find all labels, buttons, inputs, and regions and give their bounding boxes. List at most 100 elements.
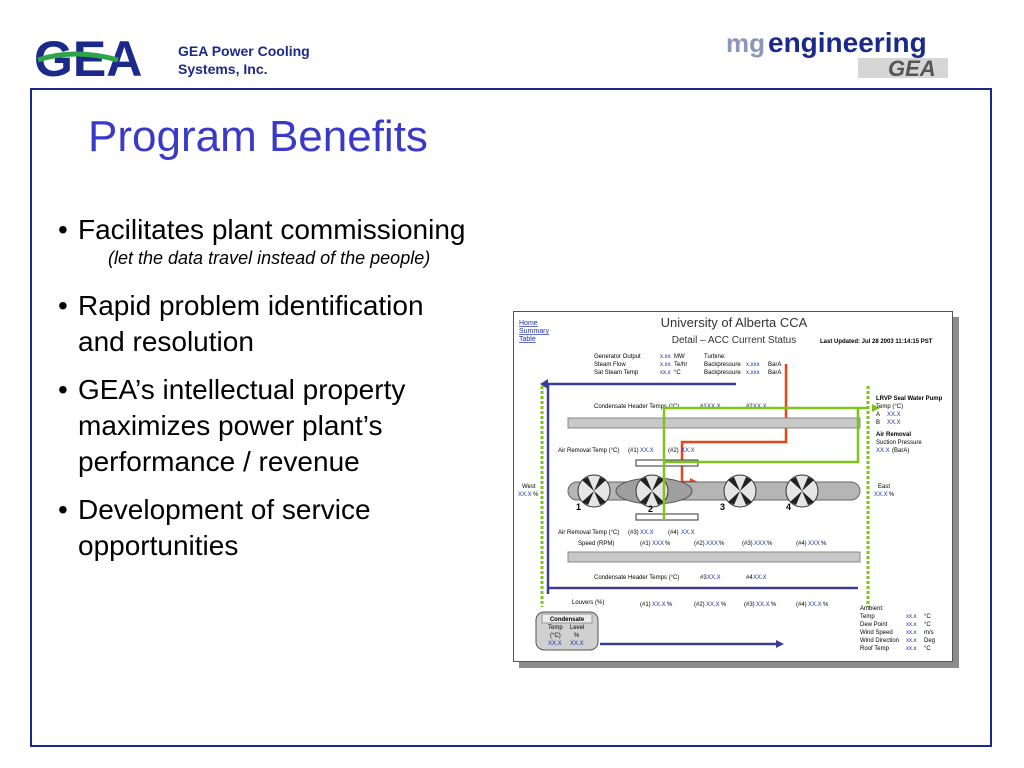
nav-link-table[interactable]: Table xyxy=(519,336,536,343)
louver-item-value: XX.X xyxy=(706,602,720,608)
mg-logo-sub: GEA xyxy=(888,56,936,81)
fan-1-icon xyxy=(577,474,611,508)
company-name-line1: GEA Power Cooling xyxy=(178,43,310,59)
bullet-item: • Facilitates plant commissioning (let t… xyxy=(58,212,518,270)
lrvp-temp-label: Temp (°C) xyxy=(876,404,903,410)
arrow-right-icon xyxy=(776,640,784,648)
louver-item-value: XX.X xyxy=(756,602,770,608)
acc-diagram: Home Summary Table University of Alberta… xyxy=(518,315,943,652)
east-label: East xyxy=(878,484,890,490)
slide-title: Program Benefits xyxy=(88,112,428,161)
bullet-dot-icon: • xyxy=(58,494,68,525)
lrvp-a-label: A xyxy=(876,412,880,418)
cond-header-bottom-label: Condensate Header Temps (°C) xyxy=(594,575,679,581)
arrow-left-icon xyxy=(540,379,548,389)
screen-title: University of Alberta CCA xyxy=(661,315,808,330)
speed-item-unit: % xyxy=(767,541,773,547)
east-unit: % xyxy=(889,492,895,498)
gen-label: Steam Flow xyxy=(594,362,626,368)
ambient-label: Wind Speed xyxy=(860,630,893,636)
west-value: XX.X xyxy=(518,492,532,498)
bullet-dot-icon: • xyxy=(58,214,68,245)
gen-value: xx.x xyxy=(660,370,671,376)
acc-status-screenshot: Home Summary Table University of Alberta… xyxy=(513,311,953,662)
condensate-tank-header xyxy=(541,613,593,624)
ar1-value: XX.X xyxy=(640,448,654,454)
louver-item-unit: % xyxy=(771,602,777,608)
speed-item-value: XXX xyxy=(808,541,820,547)
louver-item-value: XX.X xyxy=(652,602,666,608)
suction-value: XX.X xyxy=(876,448,890,454)
turbine-bp-unit: BarA xyxy=(768,370,781,376)
ambient-label: Wind Direction xyxy=(860,638,899,644)
hdr4-value: XX.X xyxy=(753,575,767,581)
turbine-bp-label: Backpressure xyxy=(704,362,741,368)
nav-link-summary[interactable]: Summary xyxy=(519,328,549,335)
turbine-bp-value: x.xxx xyxy=(746,362,760,368)
hdr3-value: XX.X xyxy=(707,575,721,581)
air-removal-bottom-label: Air Removal Temp (°C) xyxy=(558,530,619,536)
ar3-label: (#3) xyxy=(628,530,639,536)
east-value: XX.X xyxy=(874,492,888,498)
west-label: West xyxy=(522,484,536,490)
gea-logo: GEA xyxy=(34,34,142,82)
bullet-list: • Facilitates plant commissioning (let t… xyxy=(58,212,518,576)
ambient-value: xx.x xyxy=(906,622,917,628)
air-removal-branch xyxy=(662,406,868,462)
fan-3-icon xyxy=(723,474,757,508)
air-removal-line xyxy=(662,408,860,520)
louver-item-unit: % xyxy=(823,602,829,608)
louver-item-label: (#4) xyxy=(796,602,807,608)
suction-pressure-label: Suction Pressure xyxy=(876,440,922,446)
bullet-line: Rapid problem identification xyxy=(78,290,424,321)
condensate-value: XX.X xyxy=(570,641,584,647)
ar2-label: (#2) xyxy=(668,448,679,454)
lrvp-b-label: B xyxy=(876,420,880,426)
bullet-line: maximizes power plant’s xyxy=(78,410,383,441)
suction-unit: (BarA) xyxy=(892,448,909,454)
company-name-line2: Systems, Inc. xyxy=(178,61,268,77)
lrvp-b-value: XX.X xyxy=(887,420,901,426)
louver-item-value: XX.X xyxy=(808,602,822,608)
mg-logo-word: engineering xyxy=(768,28,927,58)
turbine-bp-unit: BarA xyxy=(768,362,781,368)
louver-item-unit: % xyxy=(721,602,727,608)
speed-item-unit: % xyxy=(665,541,671,547)
condensate-header-bottom xyxy=(567,551,861,563)
fan-number: 4 xyxy=(786,502,791,512)
ambient-unit: m/s xyxy=(924,630,934,636)
gen-unit: MW xyxy=(674,354,685,360)
gen-label: Generator Output xyxy=(594,354,641,360)
bullet-item: • Development of service opportunities xyxy=(58,492,518,564)
gen-value: x.xx xyxy=(660,354,671,360)
fan-2-icon xyxy=(635,474,669,508)
last-updated: Last Updated: Jul 28 2003 11:14:15 PST xyxy=(820,339,933,345)
bullet-line: opportunities xyxy=(78,530,239,561)
bullet-line: Facilitates plant commissioning xyxy=(78,214,466,245)
ar4-value: XX.X xyxy=(681,530,695,536)
ambient-value: xx.x xyxy=(906,614,917,620)
ambient-label: Roof Temp xyxy=(860,646,890,652)
speed-item-label: (#3) xyxy=(742,541,753,547)
speed-item-unit: % xyxy=(821,541,827,547)
air-removal-top-label: Air Removal Temp (°C) xyxy=(558,448,619,454)
mg-logo-mark: mg xyxy=(726,28,765,58)
louvers-label: Louvers (%) xyxy=(572,600,604,606)
ambient-label: Dew Point xyxy=(860,622,888,628)
fan-number: 2 xyxy=(648,504,653,514)
gea-swoosh xyxy=(37,51,119,63)
slide-frame xyxy=(30,88,992,747)
speed-label: Speed (RPM) xyxy=(578,541,614,547)
condensate-col: Level xyxy=(570,625,584,631)
bullet-line: and resolution xyxy=(78,326,254,357)
condensate-col: Temp xyxy=(548,625,563,631)
bullet-line: performance / revenue xyxy=(78,446,360,477)
ar4-label: (#4) xyxy=(668,530,679,536)
bullet-sub: (let the data travel instead of the peop… xyxy=(108,248,431,268)
nav-link-home[interactable]: Home xyxy=(519,320,538,327)
ambient-unit: °C xyxy=(924,622,931,628)
ambient-value: xx.x xyxy=(906,630,917,636)
speed-item-unit: % xyxy=(719,541,725,547)
hdr3-label: #3 xyxy=(700,575,707,581)
company-name: GEA Power Cooling Systems, Inc. xyxy=(178,42,310,78)
